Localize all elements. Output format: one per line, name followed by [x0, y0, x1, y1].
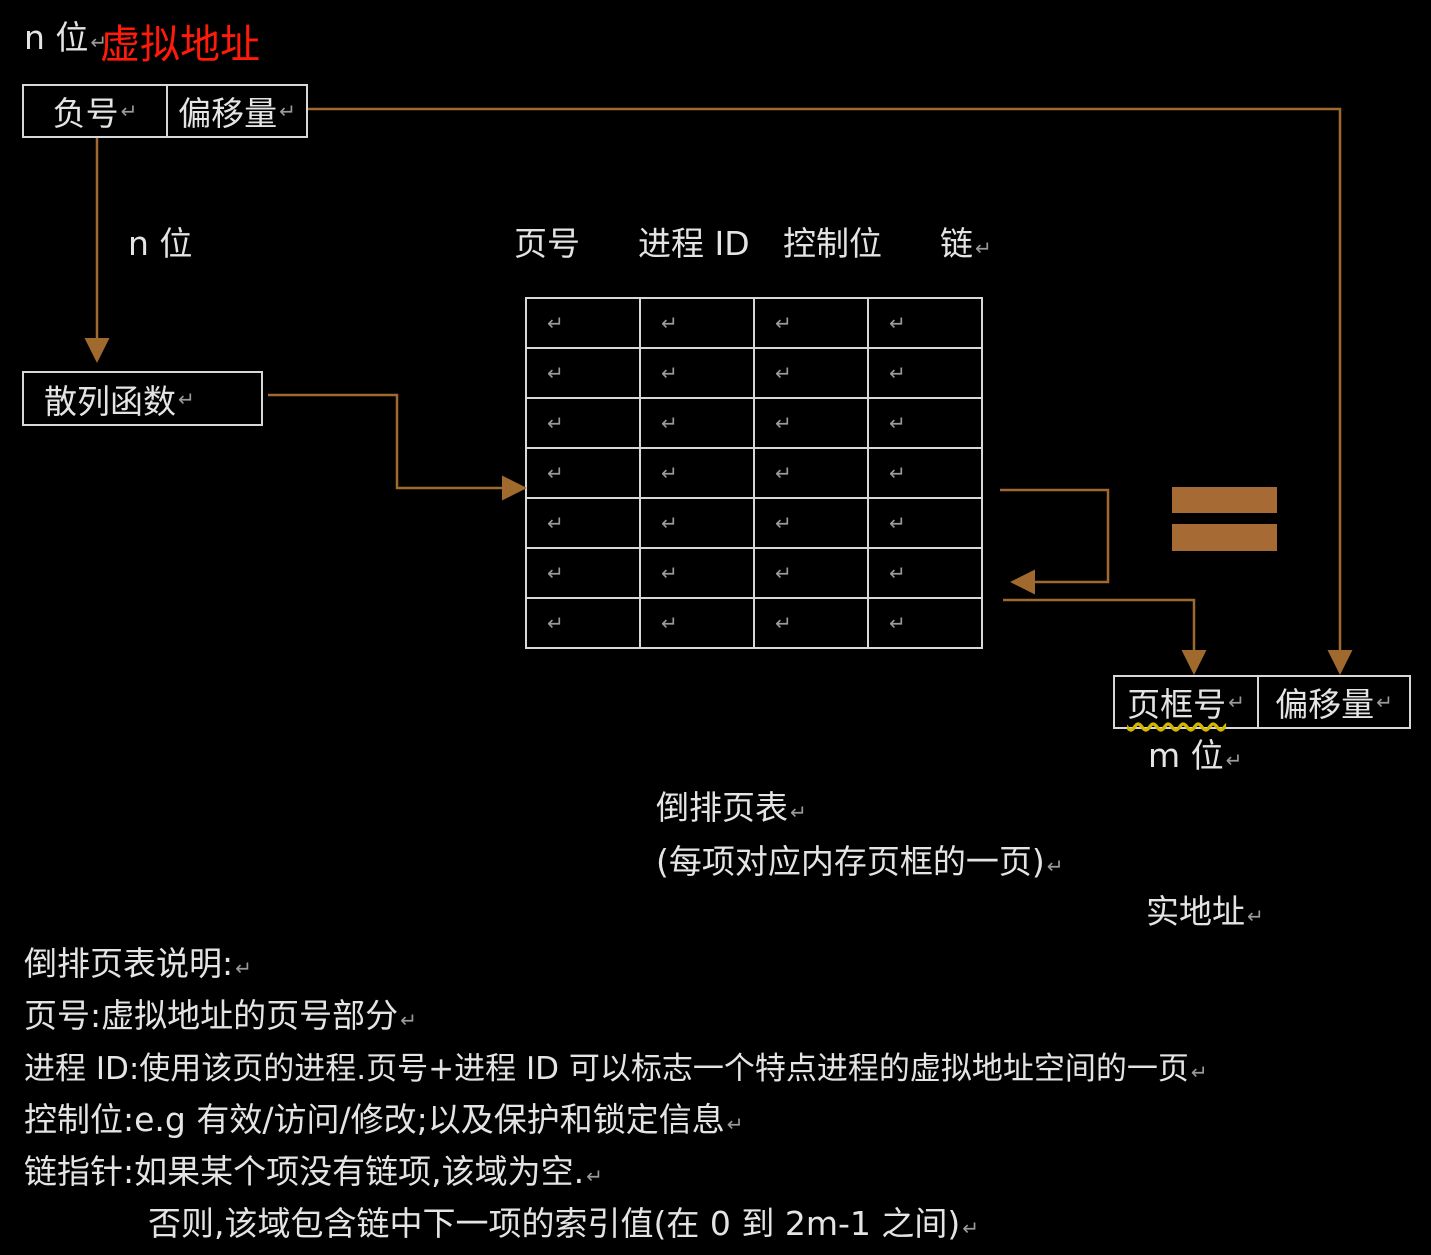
table-cell: ↵ — [525, 397, 641, 449]
table-cell: ↵ — [639, 447, 755, 499]
table-cell: ↵ — [525, 447, 641, 499]
table-row: ↵↵↵↵ — [525, 497, 983, 549]
header-chain: 链 — [940, 224, 992, 268]
virtual-address-title: 虚拟地址 — [100, 22, 260, 68]
chain-arrow — [1000, 488, 1110, 595]
table-row: ↵↵↵↵ — [525, 347, 983, 399]
bar-icon — [1172, 524, 1277, 551]
note-line: 页号:虚拟地址的页号部分 — [24, 996, 417, 1040]
table-cell: ↵ — [867, 347, 983, 399]
caption-title: 倒排页表 — [656, 788, 807, 832]
offset-field: 偏移量 — [166, 86, 306, 136]
notes-heading: 倒排页表说明: — [24, 944, 252, 988]
hash-bits-label: n 位 — [128, 224, 193, 263]
header-page-number: 页号 — [514, 224, 580, 263]
table-cell: ↵ — [753, 447, 869, 499]
virtual-address-box: 负号 偏移量 — [22, 84, 308, 138]
table-cell: ↵ — [525, 547, 641, 599]
table-cell: ↵ — [753, 547, 869, 599]
real-offset-field: 偏移量 — [1257, 677, 1409, 727]
real-bits-label: m 位 — [1148, 736, 1242, 780]
table-row: ↵↵↵↵ — [525, 597, 983, 649]
note-line: 链指针:如果某个项没有链项,该域为空. — [24, 1152, 603, 1196]
table-cell: ↵ — [525, 347, 641, 399]
table-cell: ↵ — [867, 597, 983, 649]
caption-subtitle: (每项对应内存页框的一页) — [656, 842, 1064, 886]
table-cell: ↵ — [639, 397, 755, 449]
table-row: ↵↵↵↵ — [525, 447, 983, 499]
table-cell: ↵ — [525, 597, 641, 649]
page-number-field: 负号 — [24, 86, 166, 136]
table-cell: ↵ — [639, 597, 755, 649]
table-cell: ↵ — [753, 297, 869, 349]
hash-function-box: 散列函数 — [22, 371, 263, 426]
frame-arrow — [1003, 598, 1207, 675]
table-row: ↵↵↵↵ — [525, 547, 983, 599]
table-cell: ↵ — [639, 297, 755, 349]
real-address-box: 页框号 偏移量 — [1113, 675, 1411, 729]
table-cell: ↵ — [753, 597, 869, 649]
inverted-page-table: ↵↵↵↵↵↵↵↵↵↵↵↵↵↵↵↵↵↵↵↵↵↵↵↵↵↵↵↵ — [525, 297, 983, 649]
table-cell: ↵ — [753, 347, 869, 399]
hash-function-label: 散列函数 — [24, 373, 261, 424]
hash-to-table-arrow — [268, 393, 527, 501]
offset-arrow — [308, 107, 1353, 675]
table-cell: ↵ — [753, 497, 869, 549]
table-cell: ↵ — [753, 397, 869, 449]
header-process-id: 进程 ID — [638, 224, 750, 263]
virtual-bits-label: n 位 — [24, 18, 107, 62]
note-line: 否则,该域包含链中下一项的索引值(在 0 到 2m-1 之间) — [148, 1204, 979, 1248]
table-cell: ↵ — [639, 547, 755, 599]
table-cell: ↵ — [867, 447, 983, 499]
table-cell: ↵ — [867, 547, 983, 599]
table-row: ↵↵↵↵ — [525, 297, 983, 349]
frame-number-field: 页框号 — [1115, 677, 1257, 727]
table-cell: ↵ — [525, 297, 641, 349]
table-cell: ↵ — [867, 397, 983, 449]
real-address-label: 实地址 — [1146, 892, 1264, 936]
table-cell: ↵ — [867, 297, 983, 349]
bar-icon — [1172, 487, 1277, 513]
note-line: 控制位:e.g 有效/访问/修改;以及保护和锁定信息 — [24, 1100, 743, 1144]
table-cell: ↵ — [639, 347, 755, 399]
header-control-bits: 控制位 — [783, 224, 882, 263]
table-cell: ↵ — [525, 497, 641, 549]
table-row: ↵↵↵↵ — [525, 397, 983, 449]
table-cell: ↵ — [639, 497, 755, 549]
table-cell: ↵ — [867, 497, 983, 549]
note-line: 进程 ID:使用该页的进程.页号+进程 ID 可以标志一个特点进程的虚拟地址空间… — [24, 1049, 1208, 1092]
